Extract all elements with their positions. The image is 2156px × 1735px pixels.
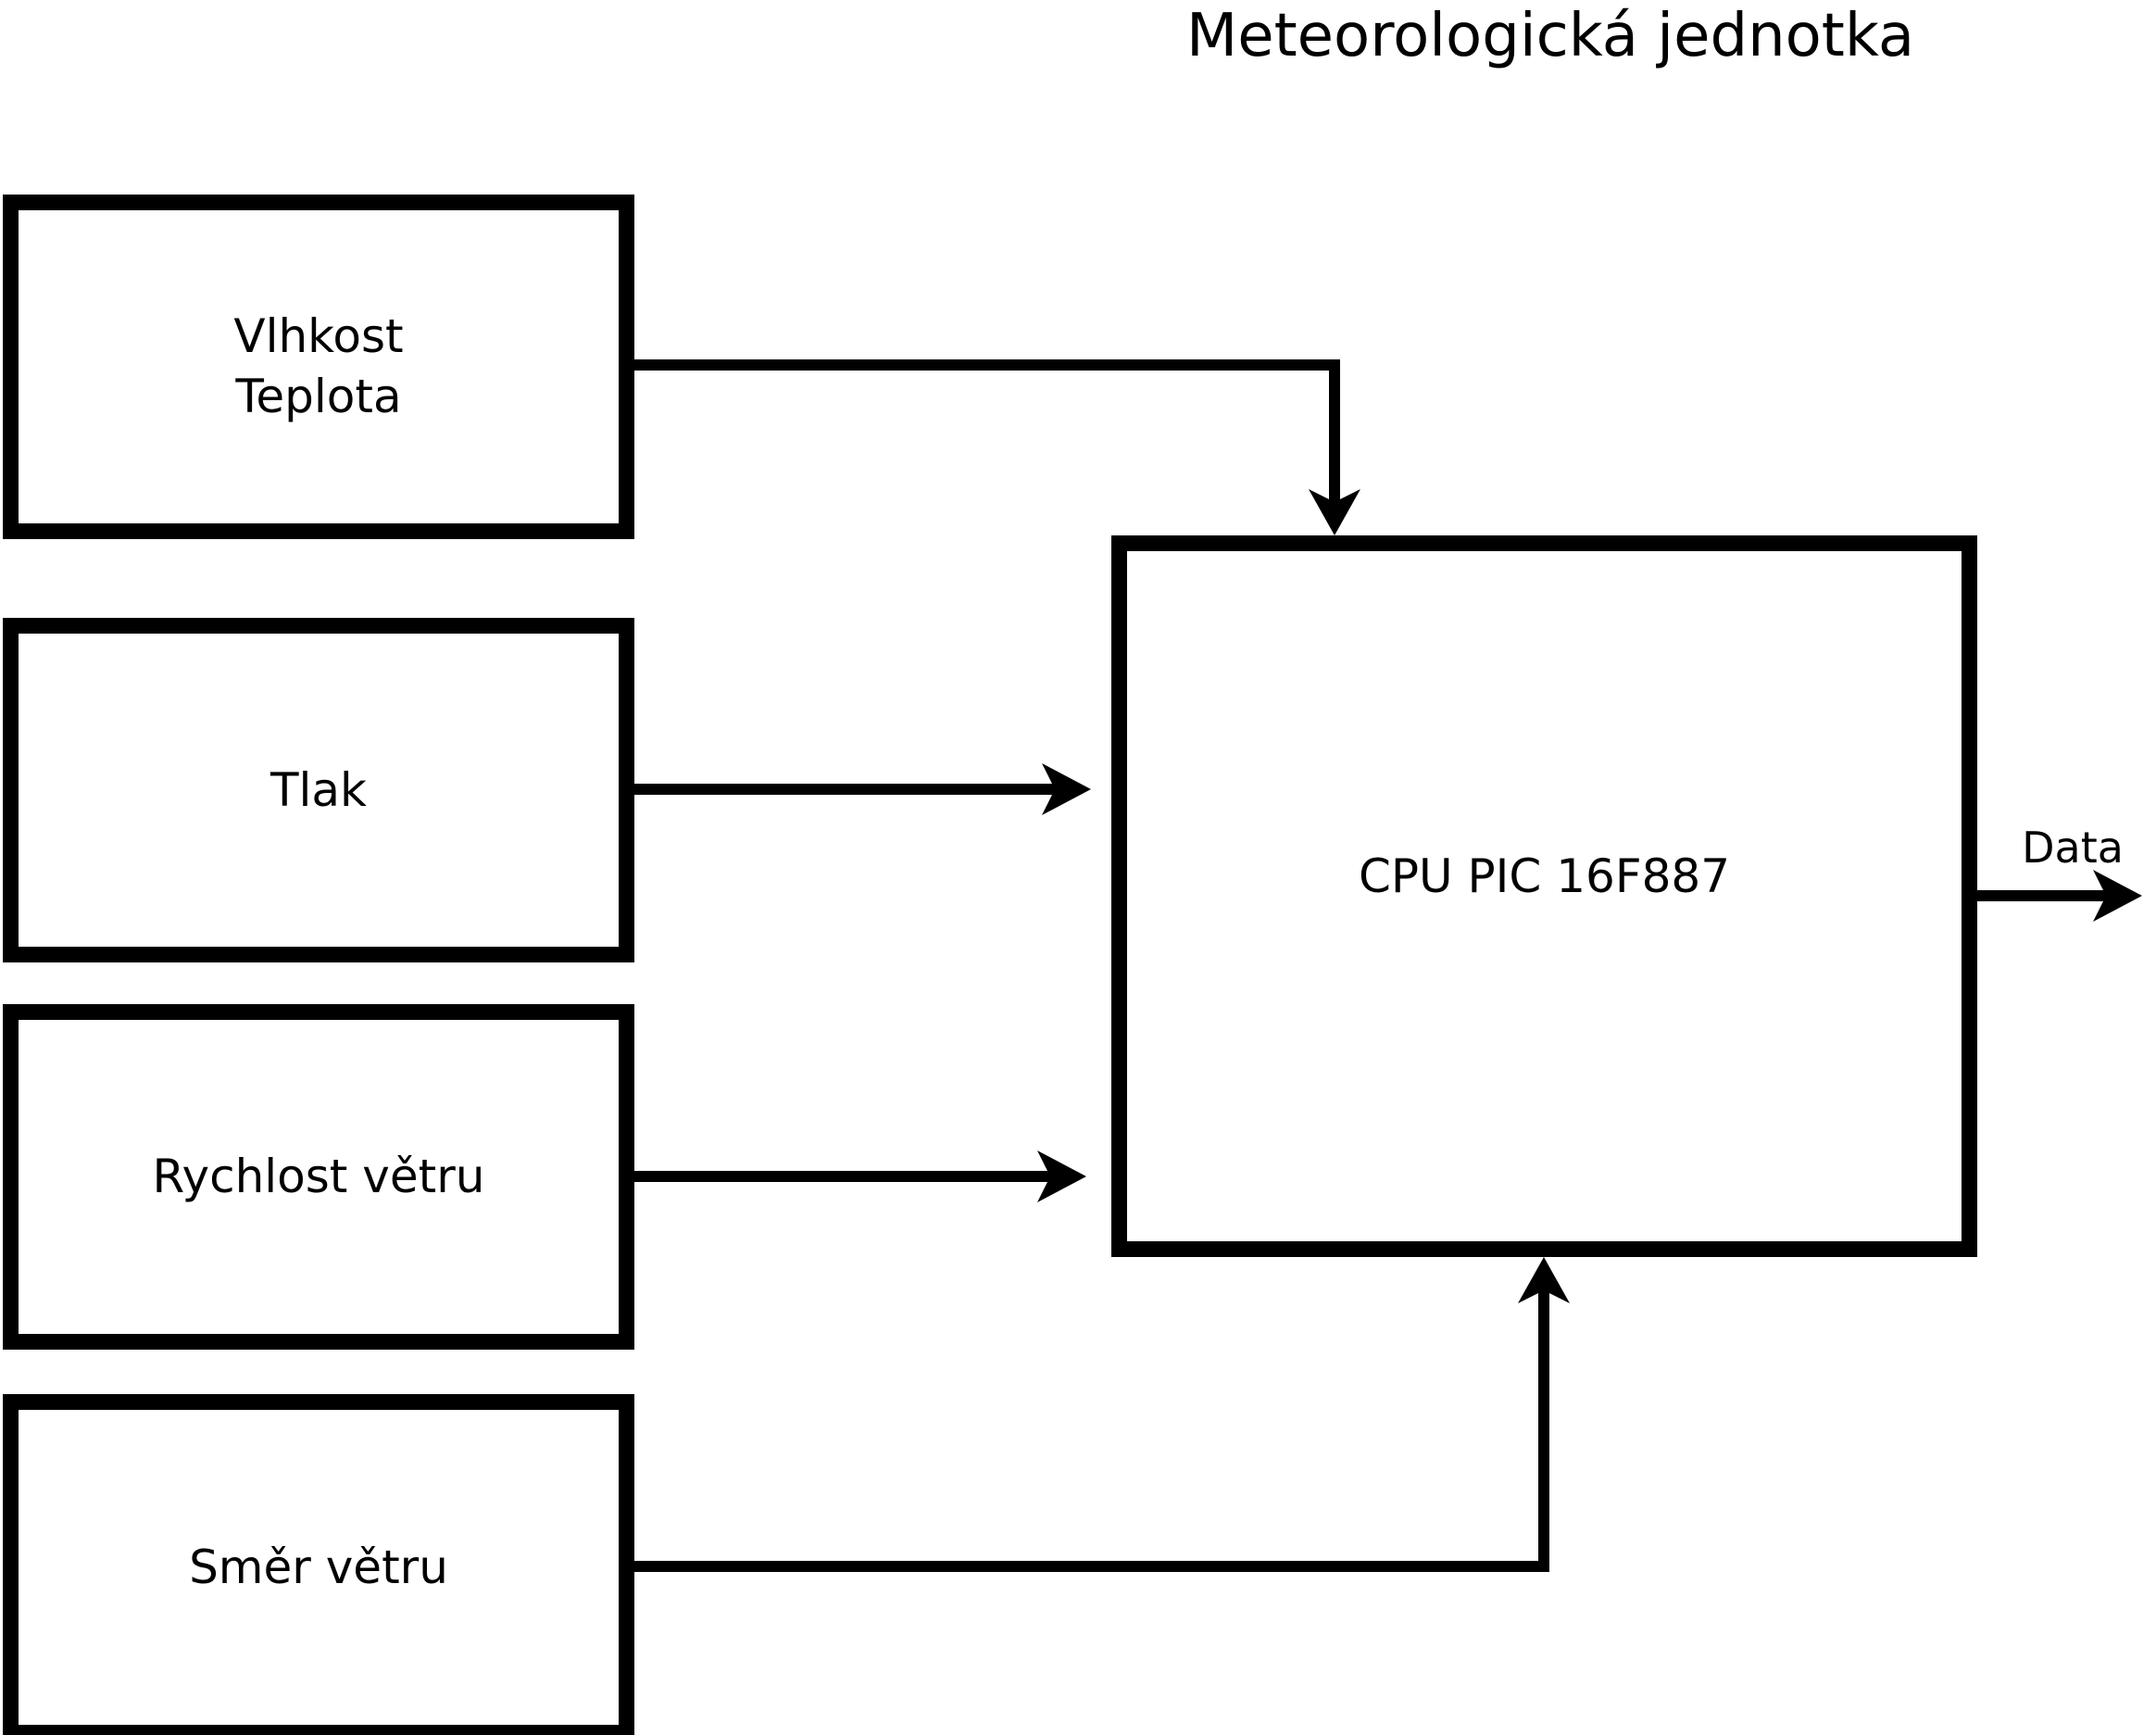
connector-winddirection-to-cpu (634, 1257, 1570, 1572)
sensor-box-wind-direction: Směr větru (3, 1394, 634, 1735)
cpu-label: CPU PIC 16F887 (1358, 849, 1731, 903)
connector-windspeed-to-cpu (634, 1150, 1086, 1202)
arrowhead-down-icon (1309, 489, 1360, 535)
arrowhead-right-icon (1037, 1150, 1086, 1202)
arrowhead-right-icon (2093, 870, 2142, 922)
sensor-box-humidity-temperature: Vlhkost Teplota (3, 195, 634, 539)
sensor-label: Směr větru (189, 1540, 448, 1594)
sensor-label: Teplota (235, 370, 402, 423)
sensor-label: Vlhkost (233, 309, 404, 363)
arrowhead-right-icon (1042, 763, 1091, 815)
data-output-label: Data (2022, 823, 2124, 873)
sensor-box-wind-speed: Rychlost větru (3, 1004, 634, 1350)
connector-humidity-to-cpu (634, 359, 1360, 535)
connector-cpu-to-data (1977, 870, 2142, 922)
sensor-label: Tlak (270, 762, 368, 817)
cpu-box: CPU PIC 16F887 (1111, 535, 1977, 1257)
sensor-label: Rychlost větru (152, 1150, 485, 1203)
connector-pressure-to-cpu (634, 763, 1091, 815)
sensor-box-pressure: Tlak (3, 618, 634, 962)
diagram-title: Meteorologická jednotka (1185, 2, 1915, 70)
arrowhead-up-icon (1518, 1257, 1570, 1303)
